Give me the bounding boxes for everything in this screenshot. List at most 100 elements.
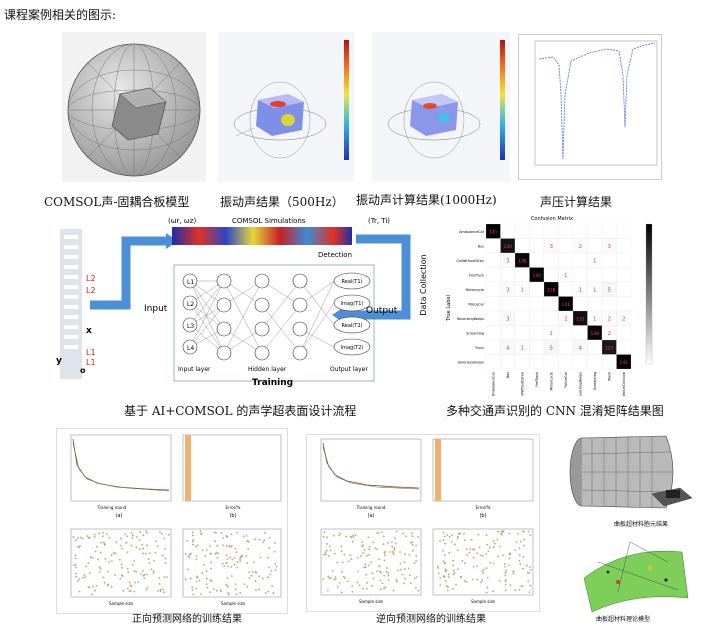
scatter-point — [379, 588, 382, 591]
scatter-point — [362, 552, 365, 555]
struct-axis-y: y — [56, 356, 62, 366]
scatter-point — [347, 560, 350, 563]
scatter-point — [191, 586, 194, 589]
scatter-point — [361, 541, 364, 543]
cm-cell — [601, 354, 617, 370]
scatter-point — [100, 541, 103, 544]
scatter-point — [340, 591, 343, 594]
scatter-point — [509, 584, 512, 587]
forward-panel-b: (b) — [229, 513, 236, 519]
scatter-point — [246, 562, 249, 564]
scatter-point — [77, 579, 79, 582]
scatter-point — [119, 544, 122, 547]
scatter-point — [529, 534, 532, 537]
scatter-point — [192, 593, 195, 596]
scatter-point — [234, 583, 237, 586]
scatter-point — [120, 573, 123, 576]
scatter-point — [85, 565, 88, 568]
scatter-point — [110, 586, 113, 588]
cm-row-label: VehicleCollision — [458, 360, 484, 364]
scatter-point — [210, 552, 212, 555]
scatter-point — [246, 539, 248, 542]
scatter-point — [226, 565, 229, 568]
scatter-point — [239, 591, 242, 594]
scatter-point — [220, 532, 223, 534]
scatter-point — [382, 543, 385, 545]
scatter-point — [87, 586, 90, 589]
scatter-point — [73, 564, 76, 567]
scatter-point — [470, 538, 473, 541]
scatter-point — [156, 545, 159, 548]
scatter-point — [144, 552, 147, 555]
scatter-point — [243, 583, 246, 585]
forward-xlabel-c: Sample size — [109, 601, 134, 606]
scatter-point — [463, 562, 466, 565]
scatter-point — [216, 544, 219, 547]
scatter-point — [528, 566, 531, 568]
cm-cell — [601, 223, 617, 239]
cm-cell-value: 2 — [608, 331, 612, 337]
scatter-point — [367, 564, 370, 567]
cm-col-label: PoliceCar — [564, 371, 568, 387]
scatter-point — [105, 533, 108, 535]
scatter-point — [99, 567, 102, 570]
scatter-point — [325, 553, 327, 556]
scatter-point — [448, 535, 451, 538]
scatter-point — [352, 535, 355, 538]
scatter-point — [529, 568, 532, 571]
scatter-point — [214, 540, 217, 543]
scatter-point — [120, 563, 123, 566]
scatter-point — [401, 573, 404, 576]
caption-meta-cell: 曲板超材料胞元结果 — [614, 521, 669, 528]
scatter-point — [413, 562, 416, 565]
scatter-point — [246, 585, 248, 588]
scatter-point — [220, 590, 222, 593]
cm-cell — [572, 325, 588, 341]
scatter-point — [195, 580, 198, 583]
scatter-point — [364, 563, 367, 566]
scatter-point — [216, 556, 219, 559]
scatter-point — [227, 593, 230, 596]
scatter-point — [132, 534, 134, 537]
cm-cell-value: 140 — [532, 273, 541, 279]
scatter-point — [378, 565, 381, 568]
scatter-point — [376, 570, 379, 573]
scatter-point — [225, 561, 228, 564]
scatter-point — [142, 570, 144, 572]
scatter-point — [452, 564, 455, 567]
scatter-point — [383, 587, 385, 590]
scatter-point — [387, 542, 389, 544]
scatter-point — [493, 542, 496, 545]
scatter-point — [192, 540, 194, 543]
scatter-point — [387, 572, 390, 575]
scatter-point — [206, 586, 209, 589]
scatter-point — [114, 552, 117, 555]
scatter-point — [75, 572, 77, 575]
scatter-point — [92, 557, 94, 559]
scatter-point — [527, 530, 530, 533]
cm-cell — [572, 223, 588, 239]
scatter-point — [128, 590, 131, 593]
scatter-point — [142, 552, 145, 555]
cm-cell-value: 2 — [608, 316, 612, 322]
cm-cell — [543, 223, 559, 239]
scatter-point — [127, 571, 130, 573]
scatter-point — [273, 550, 276, 553]
sphere-model-image — [67, 43, 201, 177]
scatter-point — [201, 549, 204, 552]
struct-label-l1a: L1 — [86, 348, 96, 357]
nn-input-layer-label: Input layer — [178, 366, 211, 373]
scatter-point — [526, 571, 529, 574]
scatter-point — [205, 549, 208, 551]
cm-row-label: Truck — [474, 346, 484, 350]
struct-label-l2a: L2 — [86, 274, 96, 283]
scatter-point — [404, 553, 406, 556]
scatter-point — [110, 560, 113, 562]
scatter-point — [392, 552, 395, 555]
scatter-point — [74, 563, 77, 566]
cm-col-label: Bus — [506, 372, 510, 378]
cm-cell — [514, 310, 530, 326]
cm-row-label: AmbulanceCar — [459, 230, 484, 234]
scatter-point — [477, 533, 480, 536]
cm-cell — [587, 238, 603, 254]
